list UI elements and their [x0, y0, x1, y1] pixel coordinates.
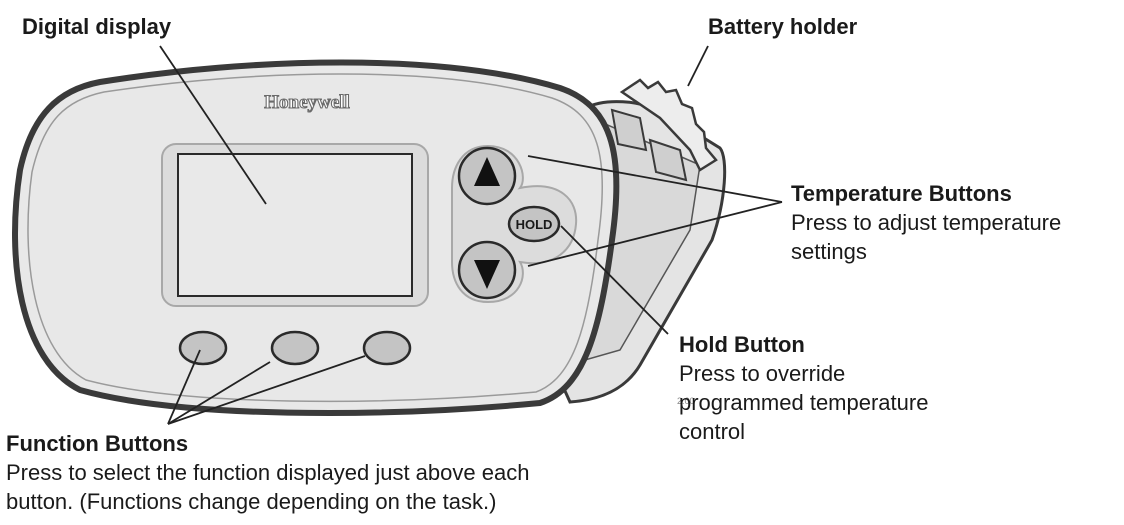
up-arrow-icon	[474, 157, 500, 186]
part-code: 2:00	[677, 396, 695, 406]
function-button-1[interactable]	[178, 330, 228, 366]
temperature-buttons-desc-line-1: Press to adjust temperature	[791, 210, 1061, 235]
function-button-2[interactable]	[270, 330, 320, 366]
thermostat-body: Honeywell HOLD	[12, 59, 620, 416]
leader-lines	[159, 45, 783, 425]
hold-button-desc-line-2: programmed temperature	[679, 390, 928, 415]
battery-holder-label: Battery holder	[708, 14, 858, 39]
digital-display-label: Digital display	[22, 14, 172, 39]
hold-button-title: Hold Button	[679, 332, 805, 357]
function-buttons-desc-line-2: button. (Functions change depending on t…	[6, 489, 496, 514]
function-buttons-desc-line-1: Press to select the function displayed j…	[6, 460, 529, 485]
function-buttons-title: Function Buttons	[6, 431, 188, 456]
brand-logo: Honeywell	[264, 92, 350, 113]
hold-button-desc-line-1: Press to override	[679, 361, 845, 386]
temperature-down-button[interactable]	[457, 240, 517, 300]
temperature-up-button[interactable]	[457, 146, 517, 206]
temperature-buttons-title: Temperature Buttons	[791, 181, 1012, 206]
hold-button-desc-line-3: control	[679, 419, 745, 444]
function-button-3[interactable]	[362, 330, 412, 366]
temperature-buttons-desc-line-2: settings	[791, 239, 867, 264]
down-arrow-icon	[474, 260, 500, 289]
digital-display-screen	[177, 153, 413, 297]
hold-button-label: HOLD	[516, 217, 553, 232]
hold-button[interactable]: HOLD	[507, 205, 561, 243]
